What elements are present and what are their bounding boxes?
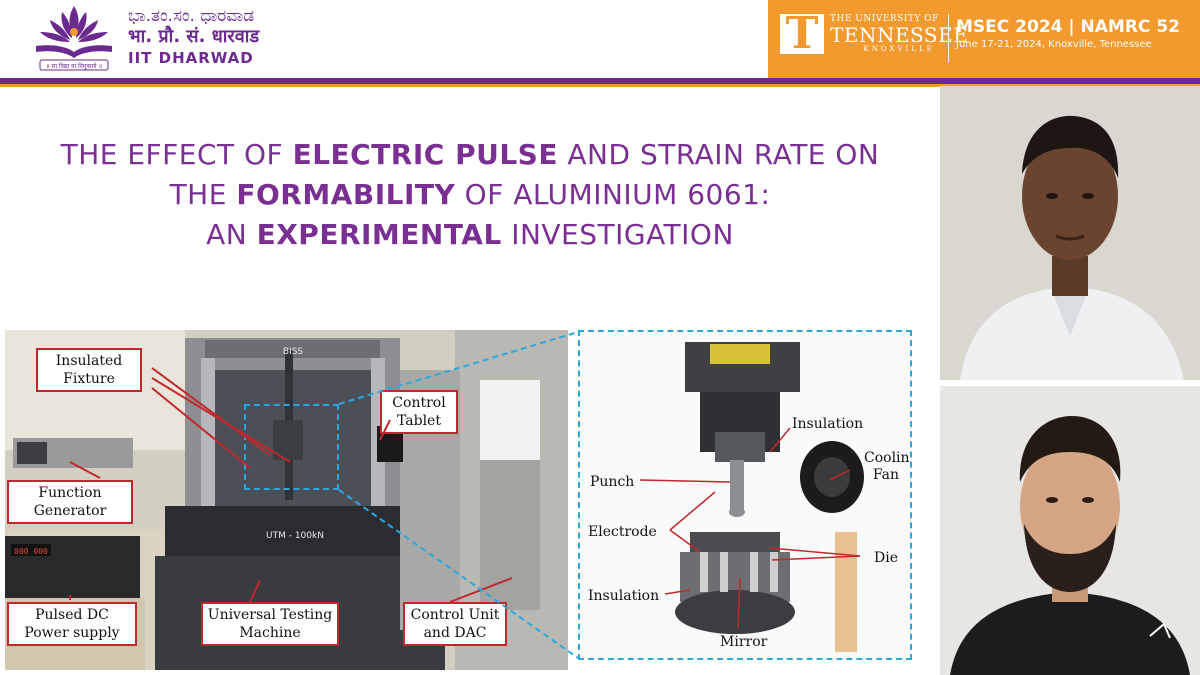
die-setup-illustration-icon	[580, 332, 910, 658]
callout-universal-testing-machine: Universal Testing Machine	[201, 602, 339, 646]
conference-name: MSEC 2024 | NAMRC 52	[956, 17, 1180, 37]
machine-plate-label: UTM - 100kN	[266, 531, 324, 541]
ut-line1: THE UNIVERSITY OF	[830, 14, 939, 24]
utm-setup-photo: UTM - 100kN BISS 000 000 Insulated Fixtu…	[5, 330, 568, 670]
conference-dates: June 17-21, 2024, Knoxville, Tennessee	[956, 39, 1152, 50]
ut-line3: KNOXVILLE	[863, 45, 935, 53]
ut-line2: TENNESSEE	[830, 23, 969, 47]
callout-insulated-fixture: Insulated Fixture	[36, 348, 142, 392]
svg-text:000 000: 000 000	[14, 547, 48, 556]
header-bar: ॥ सा विद्या या विमुक्तये ॥ ಭಾ.ತಂ.ಸಂ. ಧಾರ…	[0, 0, 1200, 78]
title-line-2: THE FORMABILITY OF ALUMINIUM 6061:	[20, 175, 920, 215]
label-punch: Punch	[590, 474, 635, 490]
header-rule-purple	[0, 78, 1200, 84]
label-mirror: Mirror	[720, 634, 768, 650]
conference-info: MSEC 2024 | NAMRC 52 June 17-21, 2024, K…	[956, 16, 1180, 52]
title-text: THE	[169, 178, 237, 211]
title-text: INVESTIGATION	[501, 218, 734, 251]
label-electrode: Electrode	[588, 524, 657, 540]
title-text: THE EFFECT OF	[60, 138, 293, 171]
author-photo-1	[940, 86, 1200, 380]
title-text: OF ALUMINIUM 6061:	[455, 178, 771, 211]
iit-motto: ॥ सा विद्या या विमुक्तये ॥	[46, 62, 102, 70]
author-2-portrait-icon	[940, 386, 1200, 675]
title-emphasis: EXPERIMENTAL	[256, 218, 502, 251]
ut-name-block: THE UNIVERSITY OF TENNESSEE KNOXVILLE	[830, 14, 968, 54]
title-line-3: AN EXPERIMENTAL INVESTIGATION	[20, 215, 920, 255]
title-text: AND STRAIN RATE ON	[557, 138, 880, 171]
die-setup-photo: Insulation Cooling Fan Punch Electrode D…	[578, 330, 912, 660]
callout-function-generator: Function Generator	[7, 480, 133, 524]
ut-logo-box	[780, 14, 824, 54]
callout-pulsed-dc-power-supply: Pulsed DC Power supply	[7, 602, 137, 646]
label-die: Die	[874, 550, 898, 566]
author-photo-2	[940, 386, 1200, 675]
iit-name-kannada: ಭಾ.ತಂ.ಸಂ. ಧಾರವಾಡ	[128, 6, 255, 26]
puma-logo-icon	[1149, 622, 1171, 639]
label-insulation-top: Insulation	[792, 416, 864, 432]
header-rule-orange	[0, 84, 1200, 87]
zoom-region-marker	[244, 404, 339, 490]
iit-dharwad-lotus-logo-icon: ॥ सा विद्या या विमुक्तये ॥	[36, 6, 112, 71]
title-text: AN	[206, 218, 257, 251]
label-cooling-fan: Cooling Fan	[864, 450, 910, 483]
author-1-portrait-icon	[940, 86, 1200, 380]
label-insulation-bottom: Insulation	[588, 588, 660, 604]
iit-name-block: ಭಾ.ತಂ.ಸಂ. ಧಾರವಾಡ भा. प्रौ. सं. धारवाड II…	[128, 6, 259, 68]
title-emphasis: FORMABILITY	[236, 178, 456, 211]
iit-name-english: IIT DHARWAD	[128, 49, 254, 67]
callout-control-tablet: Control Tablet	[380, 390, 458, 434]
machine-brand-label: BISS	[283, 347, 304, 357]
conference-banner	[768, 0, 1200, 78]
banner-divider	[948, 14, 949, 62]
title-line-1: THE EFFECT OF ELECTRIC PULSE AND STRAIN …	[20, 135, 920, 175]
slide-title: THE EFFECT OF ELECTRIC PULSE AND STRAIN …	[20, 135, 920, 255]
title-emphasis: ELECTRIC PULSE	[292, 138, 558, 171]
ut-t-logo-icon: T	[785, 8, 819, 59]
callout-control-unit-dac: Control Unit and DAC	[403, 602, 507, 646]
iit-name-hindi: भा. प्रौ. सं. धारवाड	[128, 26, 260, 47]
